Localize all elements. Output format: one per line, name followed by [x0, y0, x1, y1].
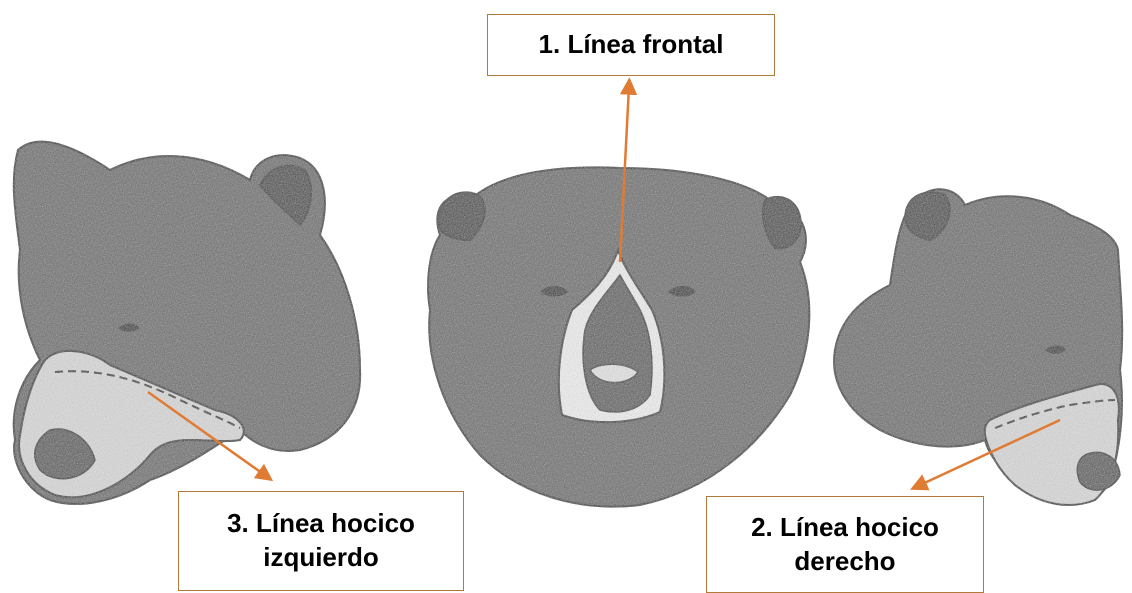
label-right-muzzle-line: 2. Línea hocico derecho [706, 496, 984, 593]
label-left-text-line1: 3. Línea hocico [227, 507, 415, 541]
label-frontal-text: 1. Línea frontal [539, 28, 724, 62]
bear-head-left-profile [14, 142, 360, 504]
label-frontal-line: 1. Línea frontal [487, 14, 775, 76]
bear-head-front [428, 167, 809, 506]
label-left-muzzle-line: 3. Línea hocico izquierdo [178, 491, 464, 591]
label-left-text-line2: izquierdo [263, 541, 379, 575]
label-right-text-line2: derecho [794, 545, 895, 579]
label-right-text-line1: 2. Línea hocico [751, 511, 939, 545]
